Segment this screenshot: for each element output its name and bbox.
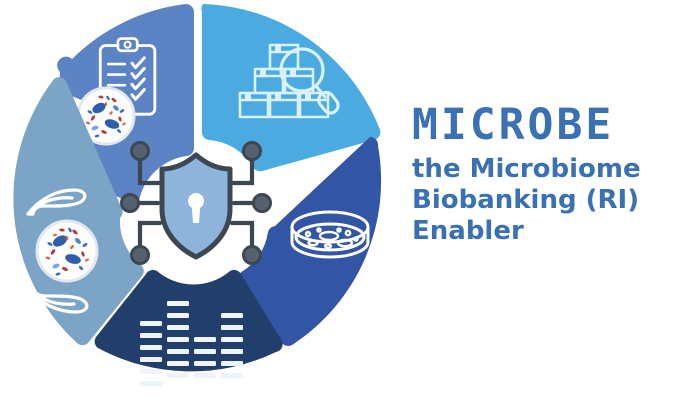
segment-sequencing[interactable] [94,269,283,386]
brand-text-block: MICROBE the Microbiome Biobanking (RI) E… [412,104,698,304]
shield-network-security-icon[interactable] [120,141,272,265]
stacked-boxes-magnifier-icon [238,43,340,119]
petri-dish-icon [290,210,370,259]
brand-subtitle-line-1: the Microbiome [412,154,641,184]
microbe-sample-circle-icon [35,219,99,283]
segment-storage-inventory[interactable] [201,4,381,172]
magnifier-microbes-icon [76,86,136,146]
dna-gel-electrophoresis-icon [140,301,243,386]
keyhole-icon [188,193,204,223]
microbe-donut-wheel [13,4,382,386]
segment-left-shape [13,77,144,346]
hand-lower-icon [26,286,89,314]
segment-culturing[interactable] [238,136,382,346]
segment-stewardship[interactable] [13,77,144,346]
brand-subtitle-line-3: Enabler [412,216,524,246]
page-title: MICROBE [412,100,615,150]
hand-upper-icon [26,188,87,216]
brand-subtitle-line-2: Biobanking (RI) [412,185,640,215]
